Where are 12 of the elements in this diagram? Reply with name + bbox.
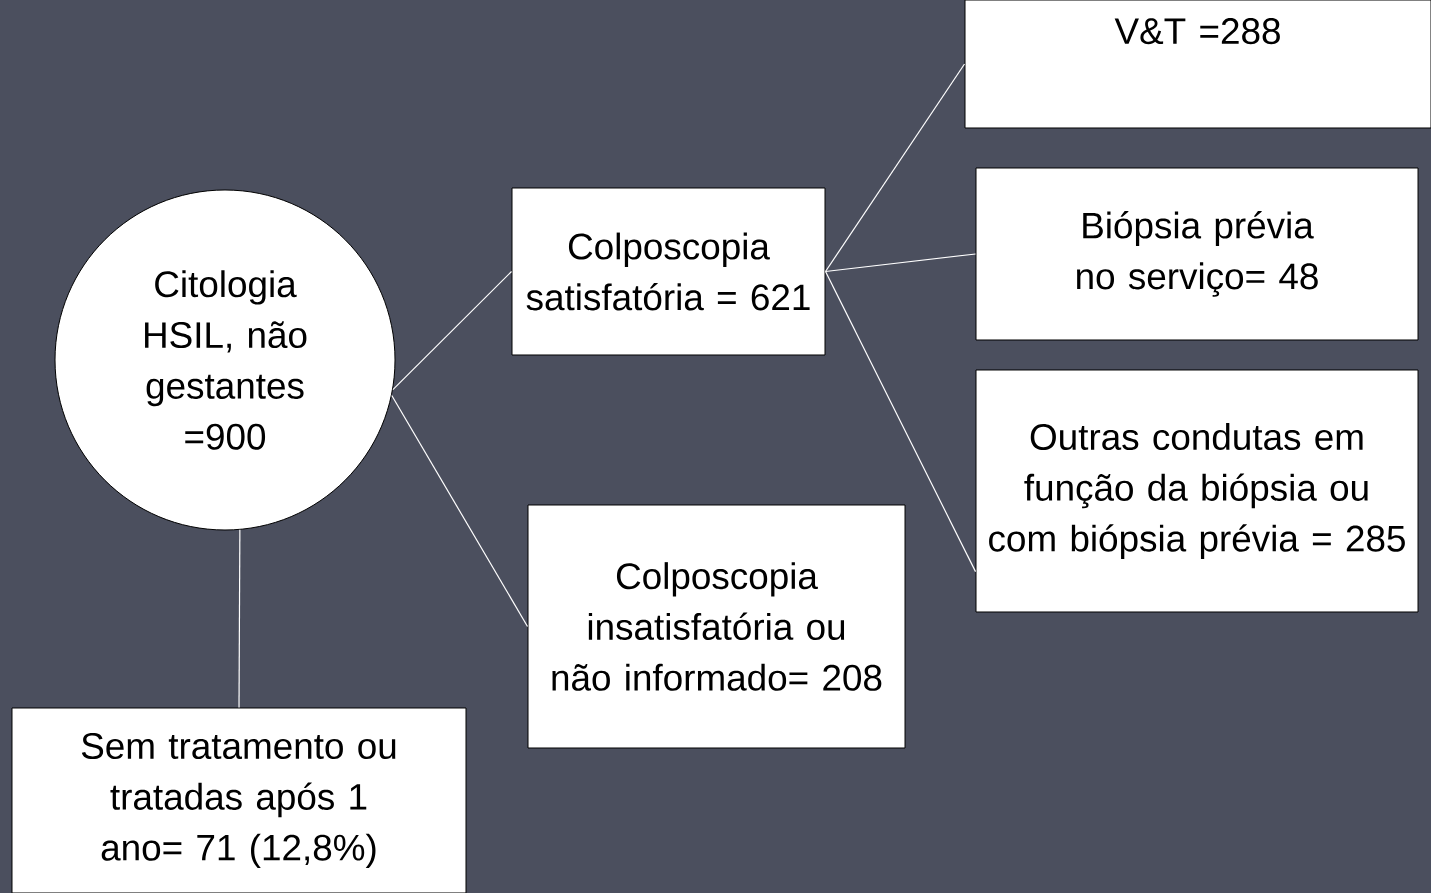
process-box: Colposcopia insatisfatória ou não informado= 208 <box>527 504 906 749</box>
connector-line <box>238 529 241 709</box>
process-box: Outras condutas em função da biópsia ou com biópsia prévia = 285 <box>975 369 1419 613</box>
process-box: V&T =288 <box>964 0 1431 129</box>
process-box: Colposcopia satisfatória = 621 <box>511 187 826 356</box>
process-box: Sem tratamento ou tratadas após 1 ano= 71 (12,8%) <box>11 707 467 893</box>
connector-line <box>824 270 977 573</box>
connector-line <box>824 63 966 273</box>
process-box: Biópsia prévia no serviço= 48 <box>975 167 1419 341</box>
connector-line <box>392 270 513 391</box>
connector-line <box>391 394 529 628</box>
connector-line <box>824 253 977 273</box>
